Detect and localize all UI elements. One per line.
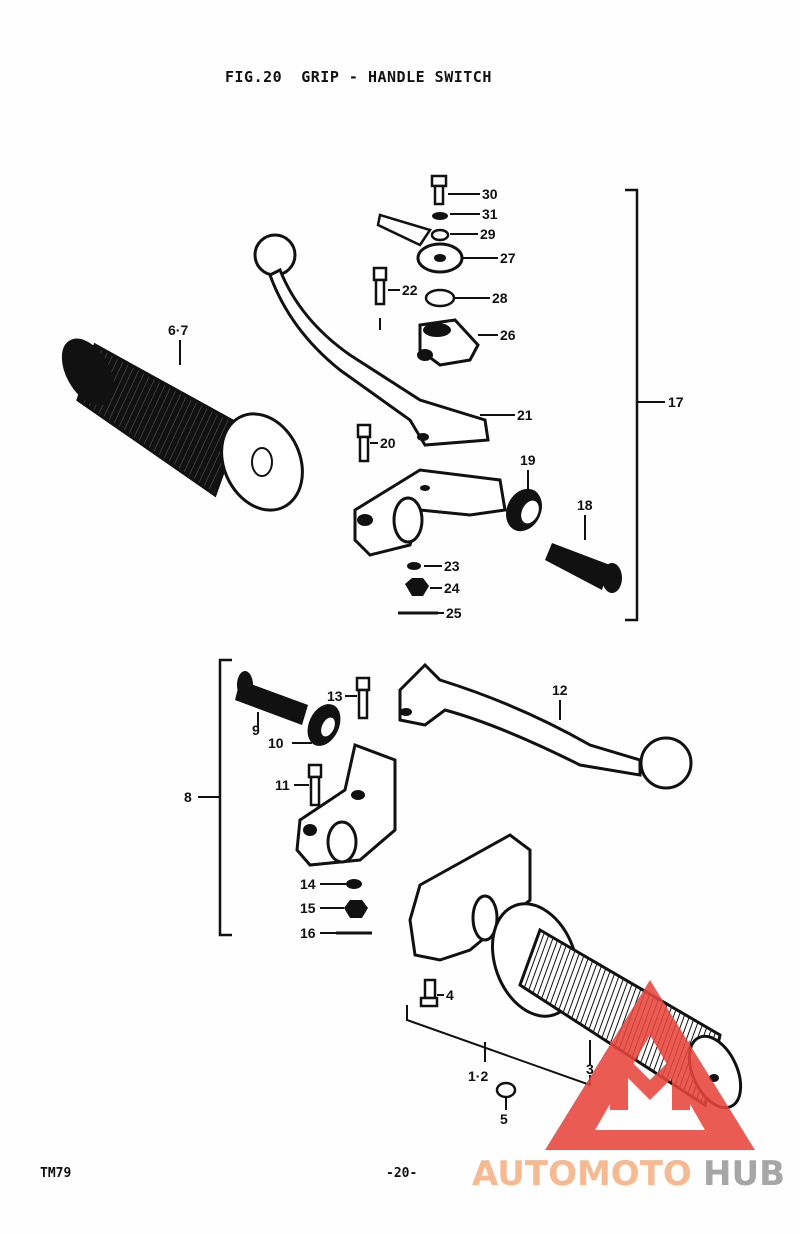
callout-21: 21 [517, 407, 533, 423]
callout-5: 5 [500, 1111, 508, 1127]
callout-26: 26 [500, 327, 516, 343]
washer-28 [424, 288, 456, 308]
watermark-logo-m [610, 1040, 690, 1110]
callout-16: 16 [300, 925, 316, 941]
left-grip [61, 338, 304, 512]
washer-31 [432, 212, 448, 220]
bolt-11 [307, 763, 323, 807]
pivot-bolt-9 [235, 671, 308, 725]
bolt-20 [356, 423, 372, 463]
washer-23 [407, 562, 421, 570]
callout-15: 15 [300, 900, 316, 916]
callout-31: 31 [482, 206, 498, 222]
bolt-22 [372, 266, 388, 330]
washer-19 [506, 488, 542, 532]
bracket-1-2 [406, 1005, 591, 1087]
leader-lines [179, 193, 591, 1110]
automotohub-watermark: AUTOMOTO HUB [472, 980, 785, 1194]
callout-4: 4 [446, 987, 454, 1003]
switch-body-26 [417, 318, 480, 367]
callout-18: 18 [577, 497, 593, 513]
cable-holder-27 [416, 242, 464, 274]
clutch-lever-assembly [198, 658, 693, 937]
watermark-logo-triangle [545, 980, 755, 1150]
callout-10: 10 [268, 735, 284, 751]
clutch-lever [398, 662, 693, 790]
bracket-8 [218, 658, 232, 937]
washer-14 [346, 879, 362, 889]
callout-30: 30 [482, 186, 498, 202]
watermark-text-automoto: AUTOMOTO [472, 1154, 692, 1194]
callout-23: 23 [444, 558, 460, 574]
callout-24: 24 [444, 580, 460, 596]
callout-22: 22 [402, 282, 418, 298]
screw-4 [419, 978, 439, 1008]
callout-28: 28 [492, 290, 508, 306]
callout-9: 9 [252, 722, 260, 738]
throttle-housing [408, 833, 532, 962]
callout-12: 12 [552, 682, 568, 698]
brake-lever [253, 233, 490, 447]
pivot-bolt-18 [545, 543, 622, 593]
bolt-30 [430, 174, 448, 206]
callout-13: 13 [327, 688, 343, 704]
callout-6-7: 6·7 [168, 322, 188, 338]
cap-5 [495, 1081, 517, 1099]
callout-19: 19 [520, 452, 536, 468]
callout-labels: 30 31 29 27 22 28 26 21 20 19 18 17 23 2… [168, 186, 684, 1127]
callout-29: 29 [480, 226, 496, 242]
callout-14: 14 [300, 876, 316, 892]
page-number: -20- [386, 1166, 418, 1181]
bolt-13 [355, 676, 371, 720]
figure-title: FIG.20 GRIP - HANDLE SWITCH [225, 68, 492, 86]
brake-lever-assembly [61, 174, 665, 622]
callout-27: 27 [500, 250, 516, 266]
callout-17: 17 [668, 394, 684, 410]
nut-15 [344, 900, 368, 918]
callout-11: 11 [275, 777, 290, 793]
callout-20: 20 [380, 435, 396, 451]
lever-holder [353, 468, 507, 557]
bracket-17 [625, 188, 639, 622]
model-code: TM79 [40, 1166, 72, 1181]
nut-24 [405, 578, 429, 596]
lever-holder-lower [295, 742, 397, 867]
callout-8: 8 [184, 789, 192, 805]
cable-adjuster-29 [376, 213, 450, 247]
watermark-text-hub: HUB [703, 1154, 785, 1194]
callout-3: 3 [586, 1061, 594, 1077]
callout-1-2: 1·2 [468, 1068, 488, 1084]
washer-10 [307, 704, 341, 746]
callout-25: 25 [446, 605, 462, 621]
